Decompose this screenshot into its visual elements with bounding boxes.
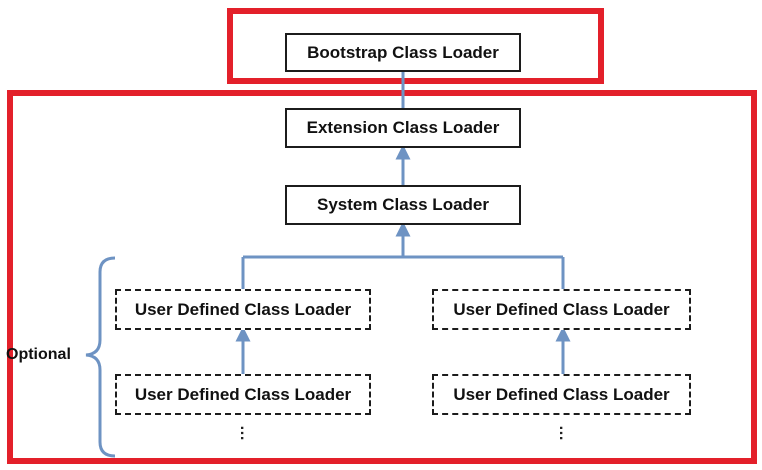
node-user-defined-right-2: User Defined Class Loader <box>432 374 691 415</box>
node-user-defined-right-1: User Defined Class Loader <box>432 289 691 330</box>
node-system-class-loader: System Class Loader <box>285 185 521 225</box>
optional-label: Optional <box>6 346 71 363</box>
node-user-defined-left-2: User Defined Class Loader <box>115 374 371 415</box>
ellipsis-right: … <box>556 425 573 439</box>
highlight-frame-application <box>7 90 757 464</box>
ellipsis-left: … <box>237 425 254 439</box>
highlight-frame-bootstrap <box>227 8 604 84</box>
node-extension-class-loader: Extension Class Loader <box>285 108 521 148</box>
optional-brace <box>85 256 116 458</box>
node-user-defined-left-1: User Defined Class Loader <box>115 289 371 330</box>
node-bootstrap-class-loader: Bootstrap Class Loader <box>285 33 521 72</box>
